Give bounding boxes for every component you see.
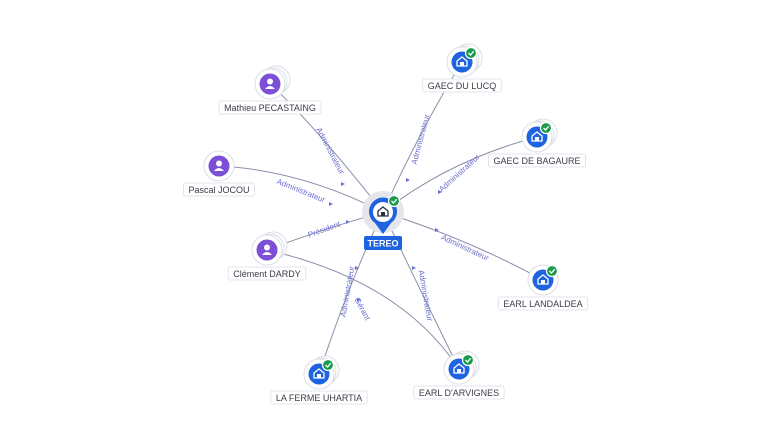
company-icon xyxy=(453,363,465,374)
verified-check-icon xyxy=(539,121,553,135)
edge-arrow-icon xyxy=(438,190,442,194)
node-label: GAEC DE BAGAURE xyxy=(493,156,580,166)
node-label: EARL LANDALDEA xyxy=(503,299,582,309)
company-icon xyxy=(313,368,325,379)
center-node[interactable]: TEREO xyxy=(362,191,404,250)
node-label: Pascal JOCOU xyxy=(188,185,249,195)
verified-check-icon xyxy=(461,353,475,367)
verified-check-icon xyxy=(387,194,401,208)
node-label-box xyxy=(487,153,587,168)
person-icon xyxy=(214,160,224,171)
edge-landaldea-center: Administrateur xyxy=(382,211,544,281)
node-clement[interactable]: Clément DARDY xyxy=(227,231,307,281)
edge-arrow-icon xyxy=(329,202,333,206)
edge-label: Administrateur xyxy=(275,177,327,205)
edge-line xyxy=(218,165,384,213)
edge-arrow-icon xyxy=(341,182,345,186)
company-icon xyxy=(377,206,389,217)
node-ferme[interactable]: LA FERME UHARTIA xyxy=(270,355,368,405)
nodes-layer: Mathieu PECASTAING Pascal JOCOU Clément DA… xyxy=(182,43,589,405)
node-label: GAEC DU LUCQ xyxy=(428,81,497,91)
person-icon xyxy=(262,244,272,255)
edge-label: Administrateur xyxy=(339,265,357,318)
node-label-box xyxy=(497,296,589,311)
node-mathieu[interactable]: Mathieu PECASTAING xyxy=(218,65,322,115)
verified-check-icon xyxy=(464,46,478,60)
node-arvignes[interactable]: EARL D'ARVIGNES xyxy=(413,350,505,400)
node-label-box xyxy=(422,78,502,93)
edge-line xyxy=(382,211,544,281)
edge-label: Administrateur xyxy=(314,126,346,176)
edge-arrow-icon xyxy=(412,266,416,270)
verified-check-icon xyxy=(545,264,559,278)
center-label: TEREO xyxy=(367,239,398,249)
node-label-box xyxy=(413,385,505,400)
node-label-box xyxy=(218,100,322,115)
edge-label: Président xyxy=(307,219,343,239)
edge-line xyxy=(266,249,460,370)
edge-arrow-icon xyxy=(355,266,359,270)
node-label-box xyxy=(182,182,256,197)
node-bagaure[interactable]: GAEC DE BAGAURE xyxy=(487,118,587,168)
edge-label: Administrateur xyxy=(417,269,435,322)
edge-arrow-icon xyxy=(406,178,410,182)
edge-label: Gérant xyxy=(352,296,372,323)
edge-label: Administrateur xyxy=(410,113,432,165)
edge-label: Administrateur xyxy=(440,233,491,263)
edge-line xyxy=(382,61,463,213)
node-label-box xyxy=(227,266,307,281)
edge-bagaure-center: Administrateur xyxy=(382,136,538,213)
verified-check-icon xyxy=(321,358,335,372)
edge-arrow-icon xyxy=(346,220,350,224)
node-label: LA FERME UHARTIA xyxy=(276,393,362,403)
node-label-box xyxy=(270,390,368,405)
company-icon xyxy=(456,56,468,67)
node-pascal[interactable]: Pascal JOCOU xyxy=(182,150,256,197)
company-icon xyxy=(531,131,543,142)
company-icon xyxy=(537,274,549,285)
person-icon xyxy=(265,78,275,89)
node-landaldea[interactable]: EARL LANDALDEA xyxy=(497,264,589,311)
edge-arrow-icon xyxy=(435,228,439,232)
node-label: Mathieu PECASTAING xyxy=(224,103,316,113)
center-label-box xyxy=(364,236,402,250)
node-label: Clément DARDY xyxy=(233,269,301,279)
edge-arrow-icon xyxy=(357,298,361,302)
node-lucq[interactable]: GAEC DU LUCQ xyxy=(422,43,502,93)
node-label: EARL D'ARVIGNES xyxy=(419,388,499,398)
